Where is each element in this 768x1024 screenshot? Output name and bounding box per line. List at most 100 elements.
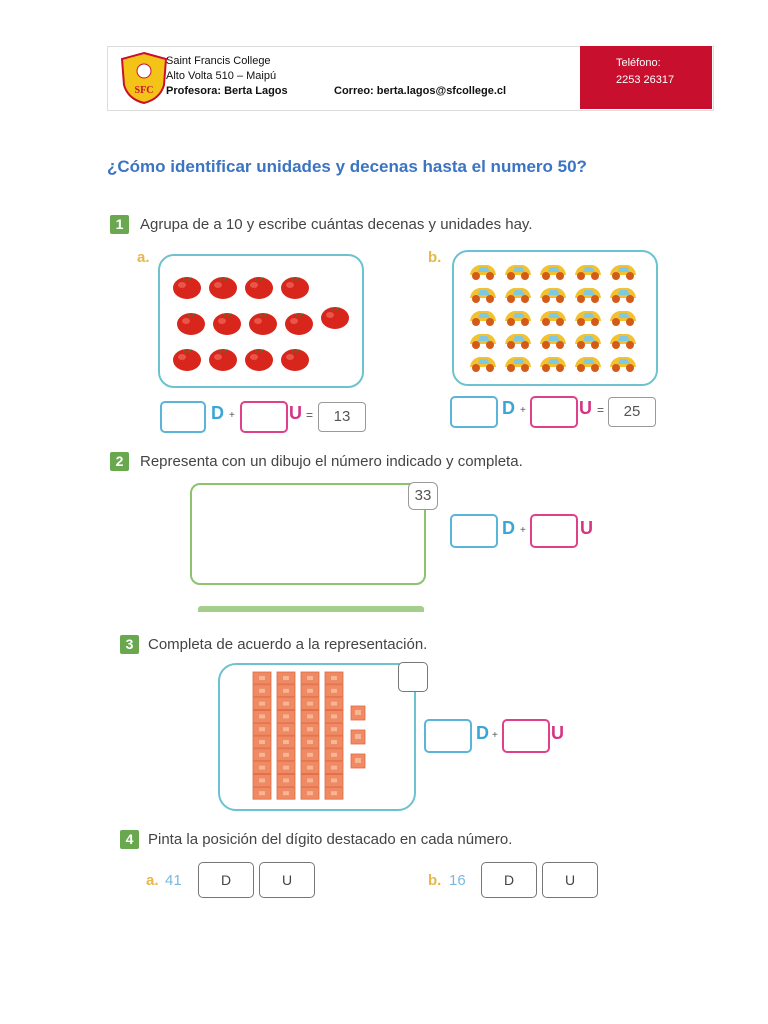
ten-rod xyxy=(324,671,344,800)
exercise-2-instruction: Representa con un dibujo el número indic… xyxy=(140,453,523,470)
car-icon xyxy=(470,334,496,349)
ex2-units-box[interactable] xyxy=(530,514,578,548)
phone-box: Teléfono: 2253 26317 xyxy=(580,46,712,109)
car-icon xyxy=(540,357,566,372)
car-icon xyxy=(540,265,566,280)
ex3-tens-box[interactable] xyxy=(424,719,472,753)
drawing-area-base xyxy=(198,606,424,612)
ex3-u-label: U xyxy=(551,723,564,743)
car-icon xyxy=(505,357,531,372)
ex1a-d-label: D xyxy=(211,403,224,423)
exercise-2-number: 2 xyxy=(110,452,129,471)
car-icon xyxy=(610,288,636,303)
exercise-3-instruction: Completa de acuerdo a la representación. xyxy=(148,636,428,653)
unit-cube xyxy=(350,705,366,721)
exercise-4a-label: a. xyxy=(146,872,159,889)
school-address: Alto Volta 510 – Maipú xyxy=(166,70,277,82)
tomato-icon xyxy=(245,277,273,299)
car-icon xyxy=(505,265,531,280)
ex3-units-box[interactable] xyxy=(502,719,550,753)
car-icon xyxy=(540,288,566,303)
ex4b-d-box[interactable]: D xyxy=(481,862,537,898)
car-icon xyxy=(575,265,601,280)
car-icon xyxy=(610,265,636,280)
tomato-icon xyxy=(249,313,277,335)
ex4a-d-box[interactable]: D xyxy=(198,862,254,898)
tomato-icon xyxy=(285,313,313,335)
tomato-icon xyxy=(209,349,237,371)
tomato-icon xyxy=(245,349,273,371)
exercise-1a-label: a. xyxy=(137,249,150,266)
ex2-number-badge: 33 xyxy=(408,482,438,510)
car-icon xyxy=(575,311,601,326)
car-icon xyxy=(505,311,531,326)
car-icon xyxy=(505,334,531,349)
tomato-icon xyxy=(173,349,201,371)
drawing-area[interactable] xyxy=(190,483,426,585)
exercise-1-number: 1 xyxy=(110,215,129,234)
exercise-4b-label: b. xyxy=(428,872,442,889)
page-title: ¿Cómo identificar unidades y decenas has… xyxy=(107,157,587,176)
ten-rod xyxy=(252,671,272,800)
tomato-icon xyxy=(213,313,241,335)
car-icon xyxy=(575,357,601,372)
exercise-4-instruction: Pinta la posición del dígito destacado e… xyxy=(148,831,513,848)
car-icon xyxy=(610,357,636,372)
ex2-d-label: D xyxy=(502,518,515,538)
tomato-icon xyxy=(209,277,237,299)
ten-rod xyxy=(276,671,296,800)
phone-number: 2253 26317 xyxy=(616,74,675,86)
ex1a-units-box[interactable] xyxy=(240,401,288,433)
svg-text:SFC: SFC xyxy=(135,85,154,96)
car-frame xyxy=(452,250,658,386)
exercise-4-number: 4 xyxy=(120,830,139,849)
ex2-plus: + xyxy=(520,525,526,536)
unit-cube xyxy=(350,753,366,769)
email: Correo: berta.lagos@sfcollege.cl xyxy=(334,85,507,97)
exercise-4a-number: 41 xyxy=(165,872,182,889)
phone-label: Teléfono: xyxy=(616,57,661,69)
car-icon xyxy=(470,265,496,280)
car-icon xyxy=(540,334,566,349)
teacher-name: Profesora: Berta Lagos xyxy=(166,85,288,97)
ex3-d-label: D xyxy=(476,723,489,743)
ex3-plus: + xyxy=(492,730,498,741)
tomato-icon xyxy=(177,313,205,335)
tomato-icon xyxy=(321,307,349,329)
ex1b-d-label: D xyxy=(502,398,515,418)
ex4a-u-box[interactable]: U xyxy=(259,862,315,898)
exercise-1-instruction: Agrupa de a 10 y escribe cuántas decenas… xyxy=(140,216,533,233)
ex2-tens-box[interactable] xyxy=(450,514,498,548)
car-icon xyxy=(610,334,636,349)
car-icon xyxy=(540,311,566,326)
tomato-icon xyxy=(281,349,309,371)
car-icon xyxy=(610,311,636,326)
school-logo: SFC xyxy=(120,51,168,105)
car-icon xyxy=(470,357,496,372)
ex1b-u-label: U xyxy=(579,398,592,418)
car-icon xyxy=(575,334,601,349)
blocks-frame xyxy=(218,663,416,811)
car-icon xyxy=(470,288,496,303)
ex1a-tens-box[interactable] xyxy=(160,401,206,433)
car-icon xyxy=(575,288,601,303)
unit-cube xyxy=(350,729,366,745)
exercise-4b-number: 16 xyxy=(449,872,466,889)
tomato-icon xyxy=(173,277,201,299)
ex1a-u-label: U xyxy=(289,403,302,423)
ex1b-units-box[interactable] xyxy=(530,396,578,428)
exercise-3-number: 3 xyxy=(120,635,139,654)
ex4b-u-box[interactable]: U xyxy=(542,862,598,898)
car-icon xyxy=(505,288,531,303)
ex1a-total: 13 xyxy=(318,402,366,432)
tomato-icon xyxy=(281,277,309,299)
ex1b-tens-box[interactable] xyxy=(450,396,498,428)
car-icon xyxy=(470,311,496,326)
ex1b-plus: + xyxy=(520,405,526,416)
ex3-number-box[interactable] xyxy=(398,662,428,692)
ex2-u-label: U xyxy=(580,518,593,538)
ex1a-plus: + xyxy=(229,410,235,421)
school-name: Saint Francis College xyxy=(166,55,271,67)
ex1b-total: 25 xyxy=(608,397,656,427)
ex1b-equals: = xyxy=(597,403,605,417)
